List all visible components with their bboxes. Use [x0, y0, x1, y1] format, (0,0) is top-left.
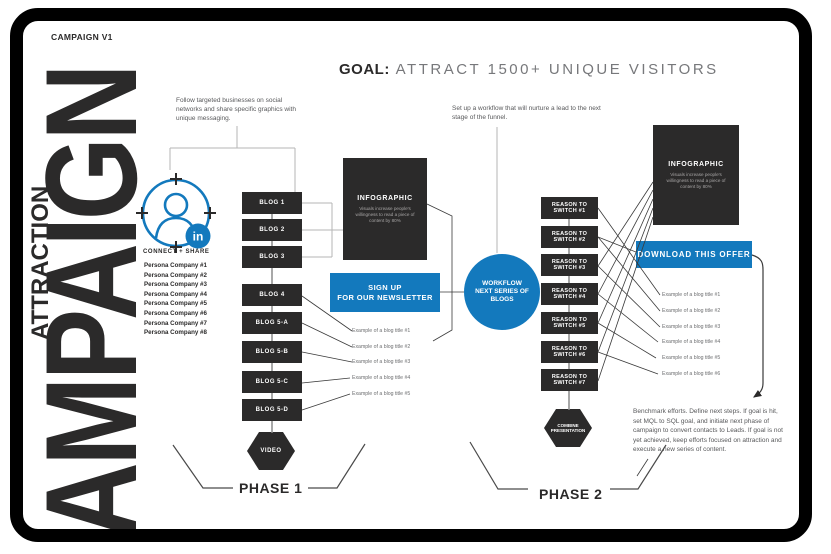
example-blog-title: Example of a blog title #6	[662, 371, 721, 377]
vertical-title: CAMPAIGN	[23, 66, 164, 529]
phase2-label: PHASE 2	[539, 486, 603, 502]
goal-text: ATTRACT 1500+ UNIQUE VISITORS	[389, 61, 719, 78]
blog-node: BLOG 4	[242, 284, 302, 306]
signup-line2: FOR OUR NEWSLETTER	[337, 292, 433, 302]
vertical-subtitle: ATTRACTION	[27, 185, 54, 340]
persona-item: Persona Company #4	[144, 290, 207, 298]
workflow-line2: NEXT SERIES OF	[475, 288, 529, 295]
workflow-line1: WORKFLOW	[482, 280, 522, 287]
infographic-card: INFOGRAPHIC Visuals increase people's wi…	[343, 158, 427, 260]
download-offer-button[interactable]: DOWNLOAD THIS OFFER	[636, 241, 752, 268]
reason-node: REASON TO SWITCH #7	[541, 369, 598, 391]
blog-node: BLOG 5-B	[242, 341, 302, 363]
example-blog-title: Example of a blog title #5	[662, 355, 721, 361]
person-head-icon	[163, 192, 189, 218]
persona-item: Persona Company #1	[144, 262, 207, 269]
social-note: Follow targeted businesses on social net…	[176, 97, 296, 122]
blog-node: BLOG 1	[242, 192, 302, 214]
signup-line1: SIGN UP	[368, 282, 402, 292]
benchmark-note: Benchmark efforts. Define next steps. If…	[633, 408, 783, 453]
linkedin-abbr: in	[193, 230, 204, 244]
phase1-label: PHASE 1	[239, 480, 303, 496]
infographic-title: INFOGRAPHIC	[357, 194, 413, 202]
example-blog-title: Example of a blog title #1	[662, 292, 721, 298]
example-blog-title: Example of a blog title #3	[352, 359, 411, 365]
blog-node: BLOG 5-C	[242, 371, 302, 393]
target-persona-icon: in	[136, 173, 216, 253]
example-blog-title: Example of a blog title #1	[352, 328, 411, 334]
workflow-line3: BLOGS	[490, 296, 514, 303]
example-blog-title: Example of a blog title #2	[352, 344, 411, 350]
infographic-card: INFOGRAPHIC Visuals increase people's wi…	[653, 125, 739, 225]
reason-node: REASON TO SWITCH #1	[541, 197, 598, 219]
persona-item: Persona Company #3	[144, 281, 207, 289]
persona-item: Persona Company #7	[144, 319, 207, 327]
linkedin-icon[interactable]	[185, 223, 211, 249]
persona-item: Persona Company #8	[144, 329, 207, 337]
blog-node: BLOG 5-D	[242, 399, 302, 421]
workflow-circle: WORKFLOW NEXT SERIES OF BLOGS	[464, 254, 540, 330]
workflow-note: Set up a workflow that will nurture a le…	[452, 105, 601, 121]
blog-node: BLOG 3	[242, 246, 302, 268]
infographic-text: Visuals increase people's willingness to…	[355, 205, 415, 223]
example-blog-title: Example of a blog title #2	[662, 308, 721, 314]
example-blog-title: Example of a blog title #4	[352, 375, 411, 381]
persona-item: Persona Company #6	[144, 309, 207, 317]
reason-node: REASON TO SWITCH #2	[541, 226, 598, 248]
infographic-title: INFOGRAPHIC	[668, 160, 724, 168]
infographic-text: Visuals increase people's willingness to…	[666, 171, 726, 189]
goal-heading: GOAL: ATTRACT 1500+ UNIQUE VISITORS	[339, 61, 719, 78]
blog-node: BLOG 2	[242, 219, 302, 241]
example-blog-title: Example of a blog title #4	[662, 339, 721, 345]
blog-node: BLOG 5-A	[242, 312, 302, 334]
combine-presentation-node: COMBINE PRESENTATION	[544, 409, 592, 447]
example-blog-title: Example of a blog title #5	[352, 391, 411, 397]
reason-node: REASON TO SWITCH #5	[541, 312, 598, 334]
persona-item: Persona Company #5	[144, 300, 207, 308]
goal-prefix: GOAL:	[339, 61, 390, 78]
example-blog-title: Example of a blog title #3	[662, 324, 721, 330]
persona-item: Persona Company #2	[144, 271, 207, 279]
reason-node: REASON TO SWITCH #6	[541, 341, 598, 363]
reason-node: REASON TO SWITCH #4	[541, 283, 598, 305]
signup-button[interactable]: SIGN UP FOR OUR NEWSLETTER	[330, 273, 440, 312]
reason-node: REASON TO SWITCH #3	[541, 254, 598, 276]
campaign-version-label: CAMPAIGN V1	[46, 30, 118, 44]
persona-list: Persona Company #1 Persona Company #2 Pe…	[144, 261, 207, 338]
